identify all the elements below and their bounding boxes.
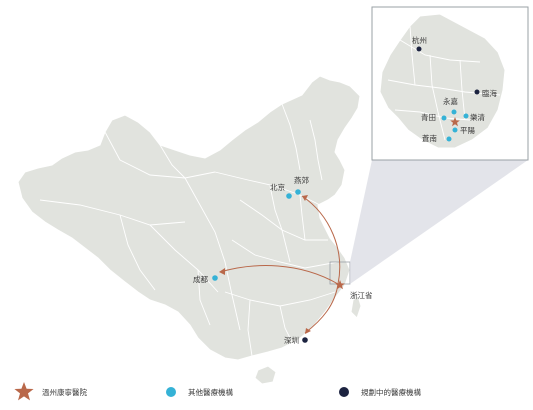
zhejiang-label: 浙江省 [350, 290, 373, 300]
cangnan-dot [446, 136, 452, 142]
linhai-dot [474, 89, 480, 95]
yanjiao-label: 燕郊 [294, 175, 309, 185]
province-borders [39, 103, 339, 357]
legend-hospital-label: 溫州康寧醫院 [42, 387, 87, 397]
yueqing-label: 樂清 [470, 112, 485, 122]
route-arrows [219, 195, 341, 334]
inset-connector [350, 160, 528, 284]
shenzhen-dot [302, 337, 308, 343]
qingtian-dot [441, 115, 447, 121]
route-to-yanjiao [301, 195, 341, 285]
inset-county-borders [387, 25, 501, 141]
shenzhen-label: 深圳 [284, 335, 299, 345]
yongjia-label: 永嘉 [443, 96, 458, 106]
arrowhead-chengdu [219, 268, 225, 275]
yongjia-dot [451, 109, 457, 115]
hangzhou-label: 杭州 [412, 35, 427, 45]
qingtian-label: 青田 [421, 112, 436, 122]
legend-planned-dot-icon [339, 387, 349, 397]
chengdu-dot [212, 275, 218, 281]
arrowhead-yanjiao [302, 195, 308, 201]
route-to-chengdu [219, 265, 339, 285]
china-landmass [17, 75, 361, 361]
legend-star-icon [14, 382, 34, 401]
cangnan-label: 蒼南 [422, 133, 437, 143]
route-arrowheads [219, 195, 311, 334]
chengdu-label: 成都 [193, 274, 208, 284]
yanjiao-dot [295, 189, 301, 195]
main-map: 北京 燕郊 成都 浙江省 深圳 [17, 75, 373, 385]
hangzhou-dot [416, 46, 422, 52]
linhai-label: 臨海 [482, 88, 497, 98]
legend-other-dot-icon [166, 387, 176, 397]
beijing-dot [286, 193, 292, 199]
arrowhead-shenzhen [305, 328, 311, 334]
pingyang-dot [452, 127, 458, 133]
beijing-label: 北京 [270, 182, 285, 192]
yueqing-dot [463, 113, 469, 119]
taiwan-island [350, 295, 362, 319]
zhejiang-star [335, 280, 345, 290]
legend-other-label: 其他醫療機構 [188, 387, 233, 397]
legend-planned-label: 規劃中的醫療機構 [361, 387, 421, 397]
route-to-shenzhen [304, 283, 339, 334]
map-legend: 溫州康寧醫院 其他醫療機構 規劃中的醫療機構 [14, 382, 421, 401]
wenzhou-star [450, 117, 460, 127]
hainan-island [254, 365, 277, 385]
pingyang-label: 平陽 [460, 126, 475, 135]
zhejiang-inset: 杭州 臨海 永嘉 青田 樂清 平陽 蒼南 [371, 6, 529, 161]
